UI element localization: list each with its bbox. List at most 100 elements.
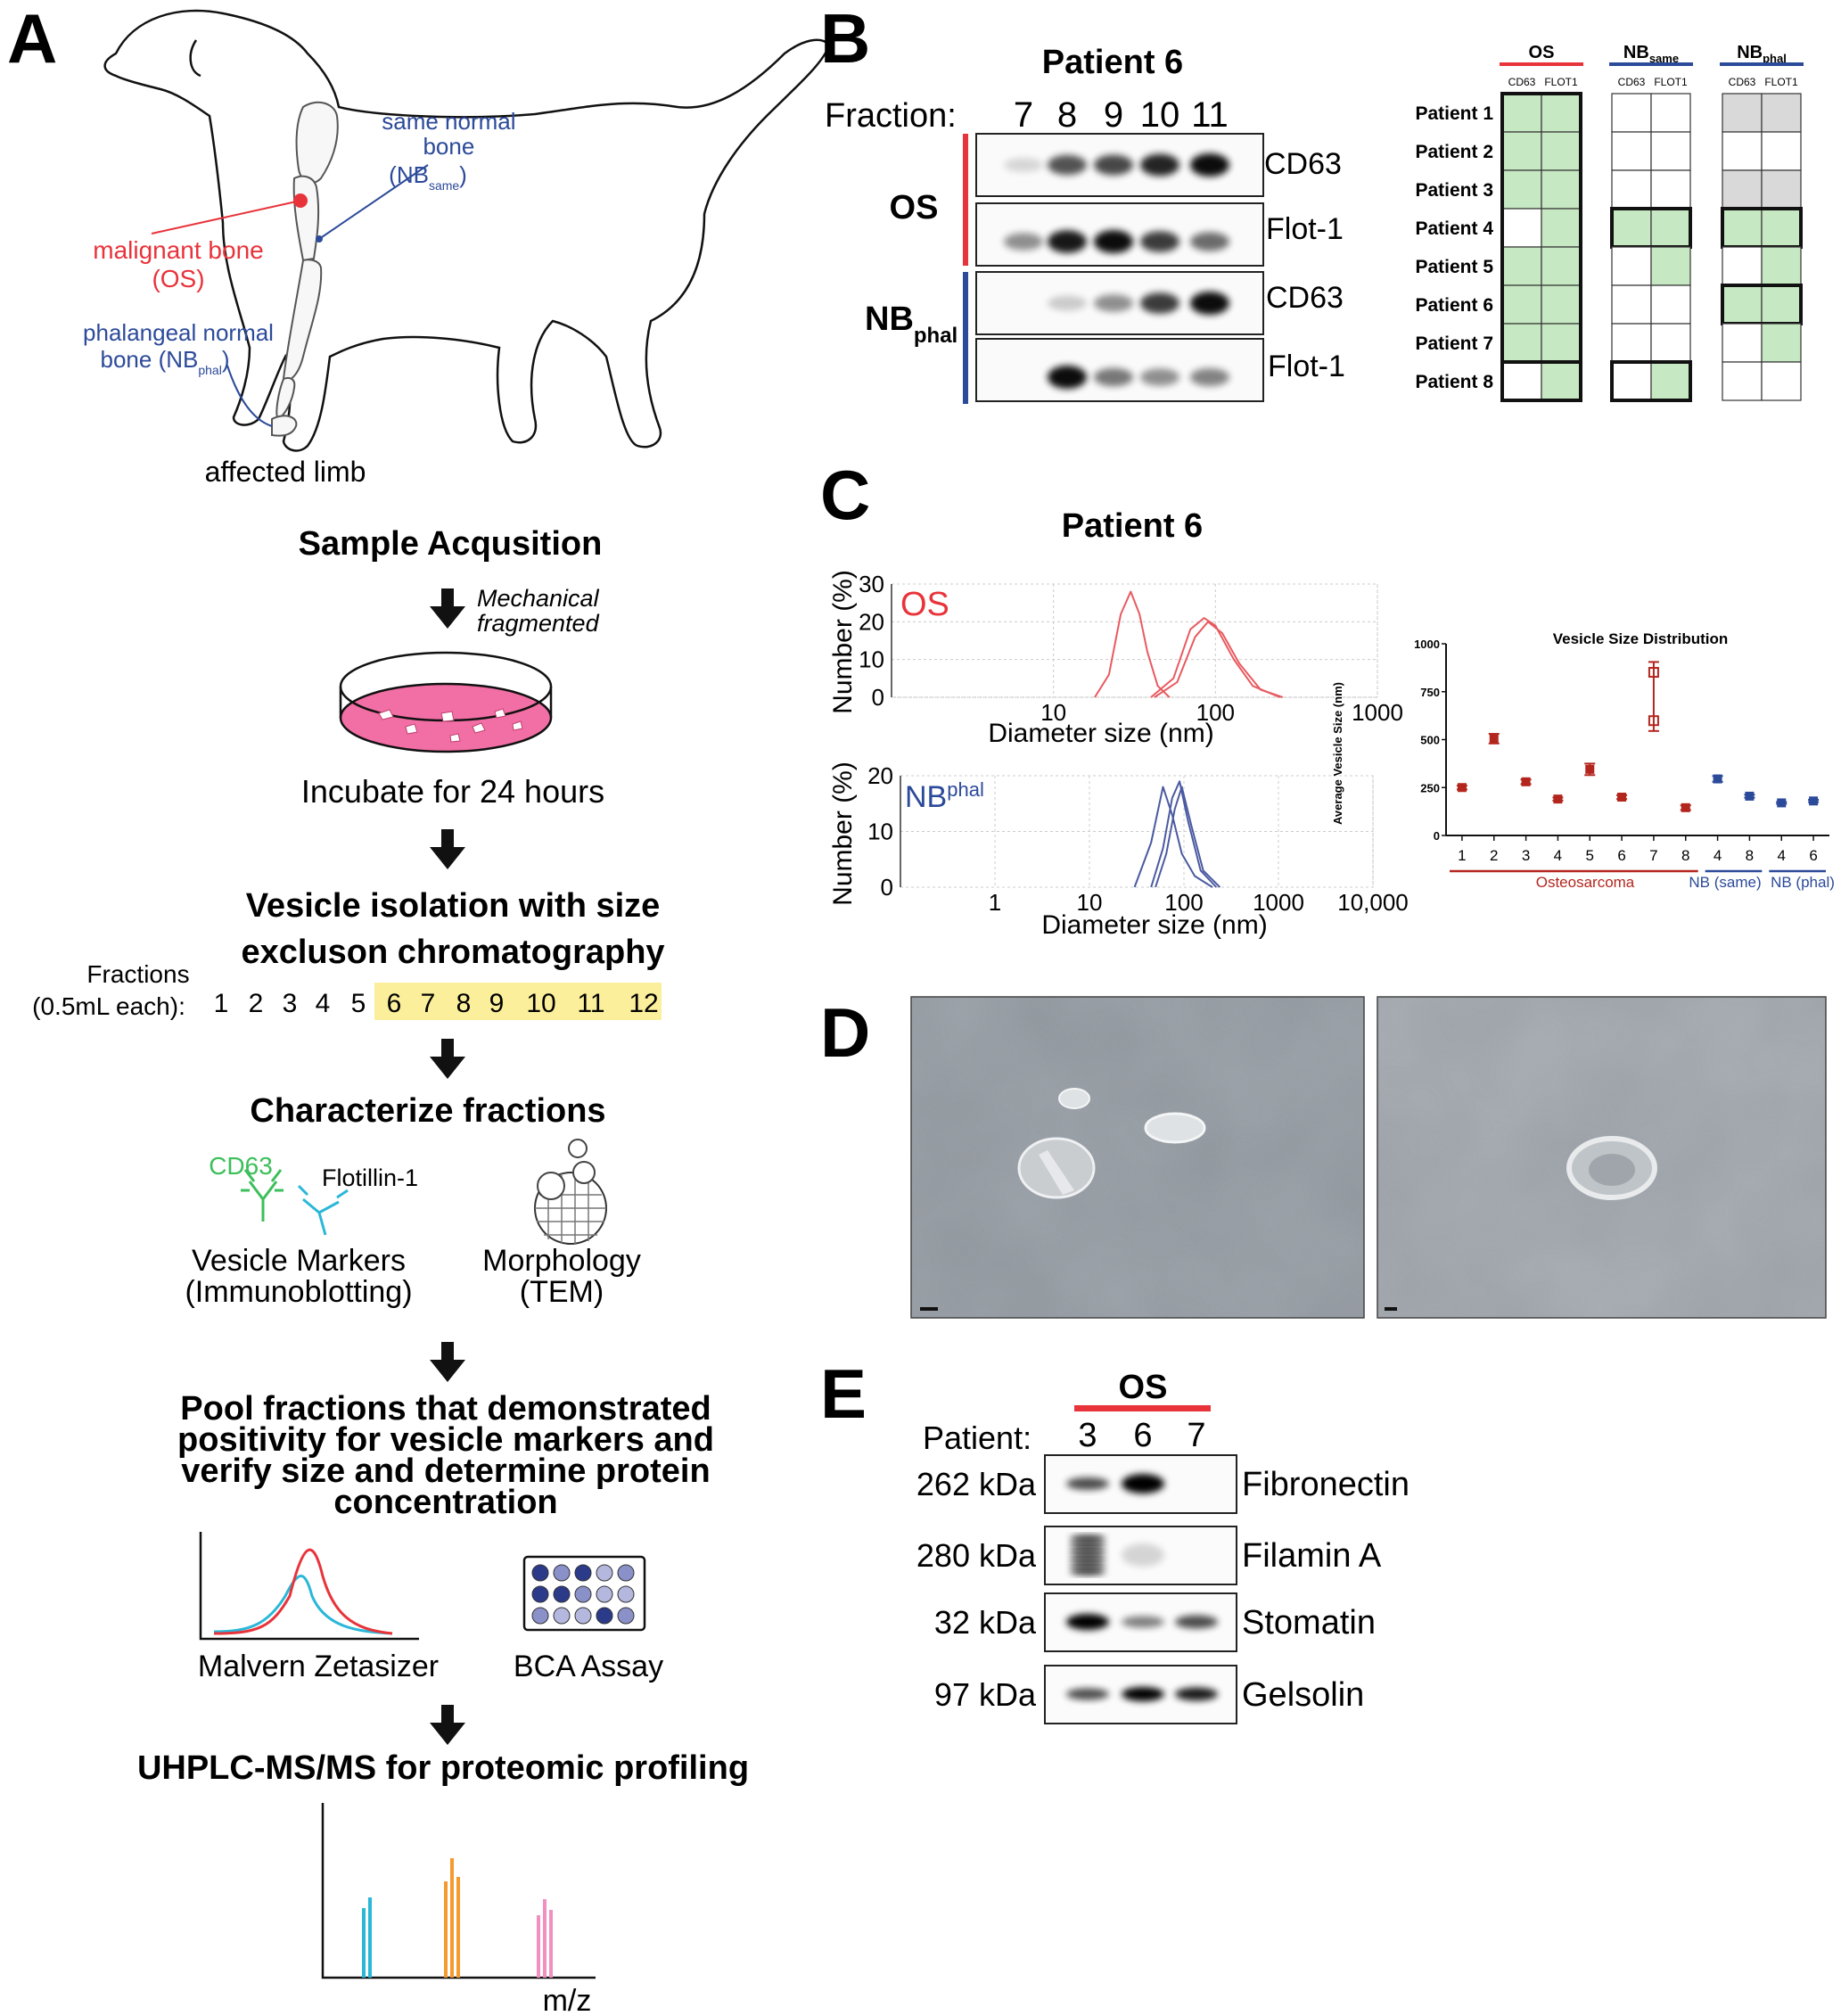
table-cell <box>1501 284 1542 325</box>
zetasizer-icon <box>199 1532 419 1641</box>
x-tick-label: 1 <box>989 889 1001 916</box>
os-paren-label: (OS) <box>152 265 204 292</box>
table-col-label: FLOT1 <box>1544 76 1578 88</box>
fraction-number: 3 <box>283 989 298 1018</box>
blot-fraction-number: 8 <box>1057 95 1077 135</box>
scatter-point <box>1457 783 1467 793</box>
y-tick-label: 10 <box>859 646 884 673</box>
fraction-number: 8 <box>456 989 472 1018</box>
tem-image-left <box>910 996 1365 1319</box>
blot-band <box>1004 158 1043 172</box>
e-blot-band <box>1175 1687 1218 1701</box>
table-cell <box>1650 169 1691 210</box>
scatter-point <box>1745 791 1755 801</box>
table-cell <box>1722 131 1763 171</box>
size-distribution-line <box>1150 617 1280 698</box>
nb-same-leader-line <box>318 164 429 240</box>
table-cell <box>1501 131 1542 171</box>
blot-title: Patient 6 <box>1042 44 1183 81</box>
blot-band <box>1140 292 1179 314</box>
table-col-label: FLOT1 <box>1764 76 1798 88</box>
e-kda-label: 280 kDa <box>916 1537 1037 1574</box>
e-patient-number: 7 <box>1187 1417 1205 1454</box>
blot-band <box>1140 153 1179 177</box>
x-tick-label: 100 <box>1196 699 1235 726</box>
scatter-x-tick-label: 8 <box>1746 847 1754 864</box>
fragmented-label: fragmented <box>477 610 600 637</box>
table-cell <box>1611 246 1652 286</box>
blot-band <box>1048 230 1087 253</box>
table-cell <box>1722 246 1763 286</box>
nb-phal-leader-line <box>226 365 273 427</box>
dog-ear <box>189 39 201 78</box>
table-patient-label: Patient 3 <box>1415 180 1493 201</box>
fraction-number: 11 <box>577 989 604 1018</box>
scatter-point <box>1681 802 1690 812</box>
e-protein-label: Gelsolin <box>1242 1676 1364 1714</box>
os-group-bar <box>963 134 968 266</box>
scatter-x-tick-label: 6 <box>1809 847 1817 864</box>
blot-band <box>1190 292 1229 315</box>
table-cell <box>1611 208 1652 248</box>
nb-group-label: NBphal <box>865 300 957 348</box>
dog-outline <box>103 9 831 452</box>
table-cell <box>1501 169 1542 210</box>
scatter-x-tick-label: 8 <box>1681 847 1689 864</box>
scatter-point <box>1489 734 1499 744</box>
scatter-x-tick-label: 4 <box>1554 847 1562 864</box>
morphology-label-1: Morphology <box>482 1244 641 1278</box>
scatter-x-tick-label: 3 <box>1522 847 1530 864</box>
e-blot-band <box>1122 1543 1164 1567</box>
scatter-x-tick-label: 5 <box>1586 847 1594 864</box>
cd63-antibody-label: CD63 <box>209 1152 273 1180</box>
malvern-label: Malvern Zetasizer <box>198 1650 439 1683</box>
down-arrow-icon <box>430 588 465 629</box>
e-blot-band <box>1066 1477 1109 1490</box>
blot-marker-label: CD63 <box>1266 281 1344 315</box>
table-cell <box>1541 208 1582 248</box>
blot-marker-label: CD63 <box>1264 147 1342 181</box>
bca-plate-icon <box>522 1555 646 1632</box>
fraction-highlight <box>374 983 662 1020</box>
table-cell-outline <box>1500 360 1582 402</box>
vesicle-isolation-heading-1: Vesicle isolation with size <box>246 887 661 925</box>
e-protein-label: Filamin A <box>1242 1537 1382 1575</box>
table-cell <box>1722 284 1763 325</box>
scatter-x-tick-label: 1 <box>1458 847 1466 864</box>
size-distribution-line <box>1133 786 1213 888</box>
malignant-bone-label: malignant bone <box>93 236 263 264</box>
table-cell <box>1501 93 1542 133</box>
panel-a: A same normal bone (NBsame) malignant bo… <box>7 0 831 2016</box>
affected-limb-label: affected limb <box>205 456 366 488</box>
table-cell <box>1611 93 1652 133</box>
table-patient-label: Patient 6 <box>1415 295 1493 316</box>
e-patient-number: 6 <box>1133 1417 1152 1454</box>
table-cell <box>1541 169 1582 210</box>
table-cell <box>1650 284 1691 325</box>
table-group-header: OS <box>1529 43 1555 62</box>
fraction-label: Fraction: <box>825 97 957 135</box>
tem-grid-icon <box>534 1139 607 1245</box>
blot-fraction-number: 7 <box>1014 95 1033 135</box>
os-xlabel: Diameter size (nm) <box>988 719 1213 748</box>
fraction-number: 1 <box>214 989 229 1018</box>
fraction-number: 4 <box>316 989 331 1018</box>
vesicle-isolation-heading-2: excluson chromatography <box>241 934 664 971</box>
e-blot-band <box>1070 1543 1105 1551</box>
e-blot-band <box>1122 1687 1164 1701</box>
e-patient-label: Patient: <box>923 1419 1031 1456</box>
mz-label: m/z <box>543 1984 592 2016</box>
table-cell <box>1722 93 1763 133</box>
scatter-point <box>1809 796 1819 806</box>
y-tick-label: 30 <box>859 571 884 597</box>
x-tick-label: 10 <box>1077 889 1103 916</box>
e-group-label: OS <box>1119 1369 1168 1406</box>
petri-dish-icon <box>339 651 553 753</box>
well-icon <box>553 1564 571 1582</box>
limb-bones <box>271 101 339 437</box>
table-cell <box>1761 93 1802 133</box>
